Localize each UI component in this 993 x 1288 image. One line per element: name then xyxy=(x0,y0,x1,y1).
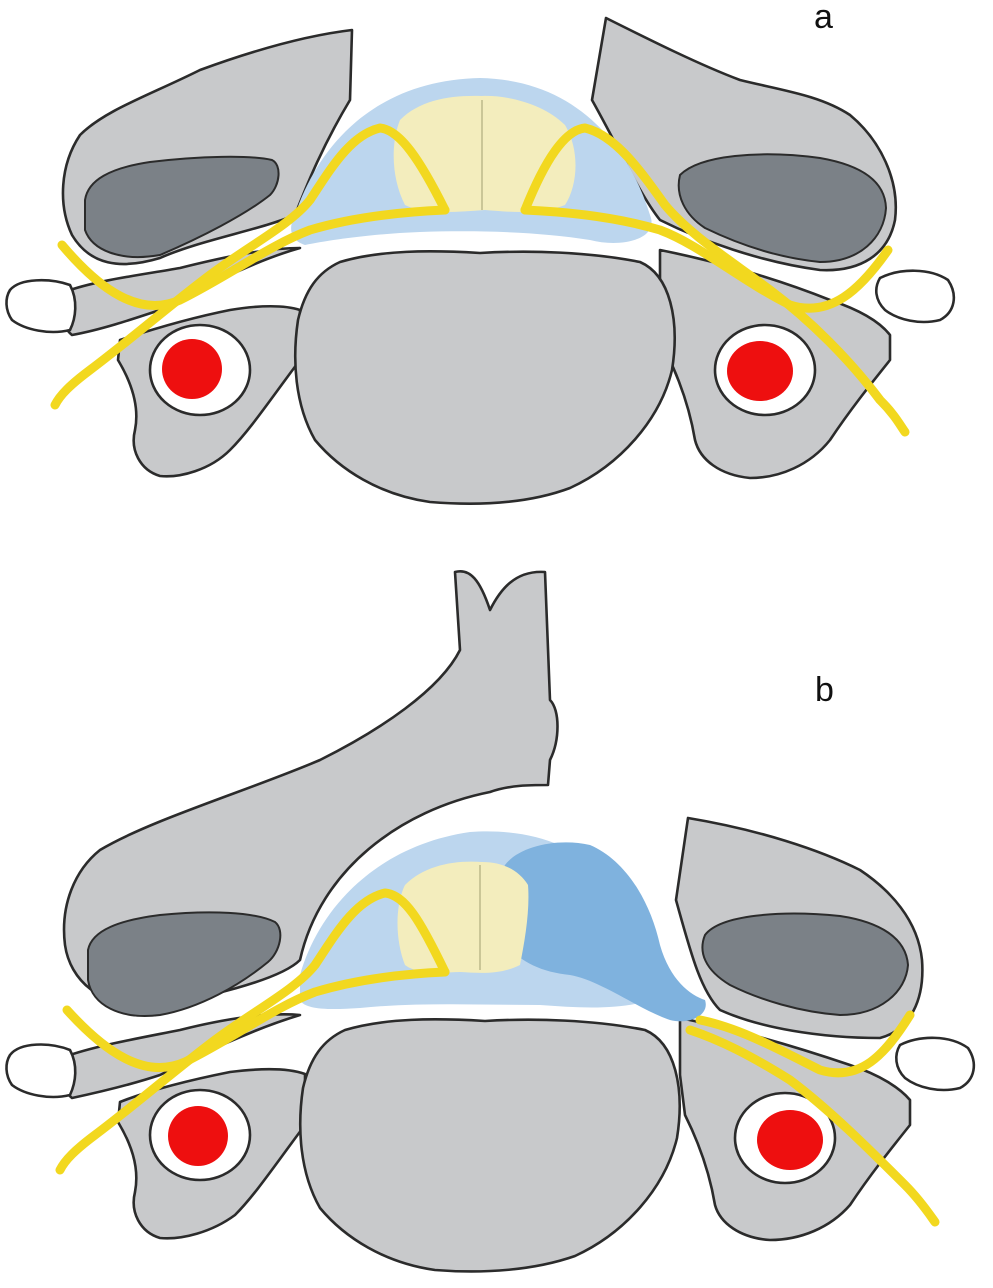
vertebral-body-b xyxy=(298,1018,681,1273)
left-vertebral-artery xyxy=(162,339,222,399)
panel-label-b: b xyxy=(815,671,834,709)
vertebra-diagram-a xyxy=(5,16,956,505)
panel-b: b xyxy=(0,560,993,1288)
vertebral-body xyxy=(293,250,676,505)
spinal-cord xyxy=(393,95,576,213)
left-nerve-root-upper-b xyxy=(55,888,450,1175)
vertebra-diagram-b xyxy=(5,569,976,1273)
right-vertebral-artery xyxy=(727,341,793,401)
arachnoid-cyst xyxy=(497,842,706,1022)
left-facet-joint xyxy=(84,155,280,259)
left-nerve-root-lower xyxy=(57,205,450,310)
right-facet-joint xyxy=(677,153,888,264)
left-facet-joint-b xyxy=(87,911,282,1017)
right-nerve-root-lower-b xyxy=(695,1010,915,1078)
right-nerve-root-upper-b xyxy=(685,1025,940,1227)
right-vertebral-artery-b xyxy=(757,1110,823,1170)
left-nerve-root-lower-b xyxy=(62,967,450,1073)
right-tubercle-b xyxy=(895,1036,976,1092)
right-nerve-root-lower xyxy=(520,205,893,313)
right-nerve-root-upper xyxy=(520,123,910,437)
spinous-process xyxy=(62,569,559,1007)
left-tubercle xyxy=(5,278,77,334)
left-tubercle-b xyxy=(5,1043,77,1099)
panel-label-a: a xyxy=(814,0,833,36)
right-tubercle xyxy=(875,269,956,324)
left-nerve-root-upper xyxy=(50,123,450,410)
right-facet-joint-b xyxy=(701,912,910,1017)
panel-a: a xyxy=(0,0,993,560)
left-vertebral-artery-b xyxy=(168,1106,228,1166)
